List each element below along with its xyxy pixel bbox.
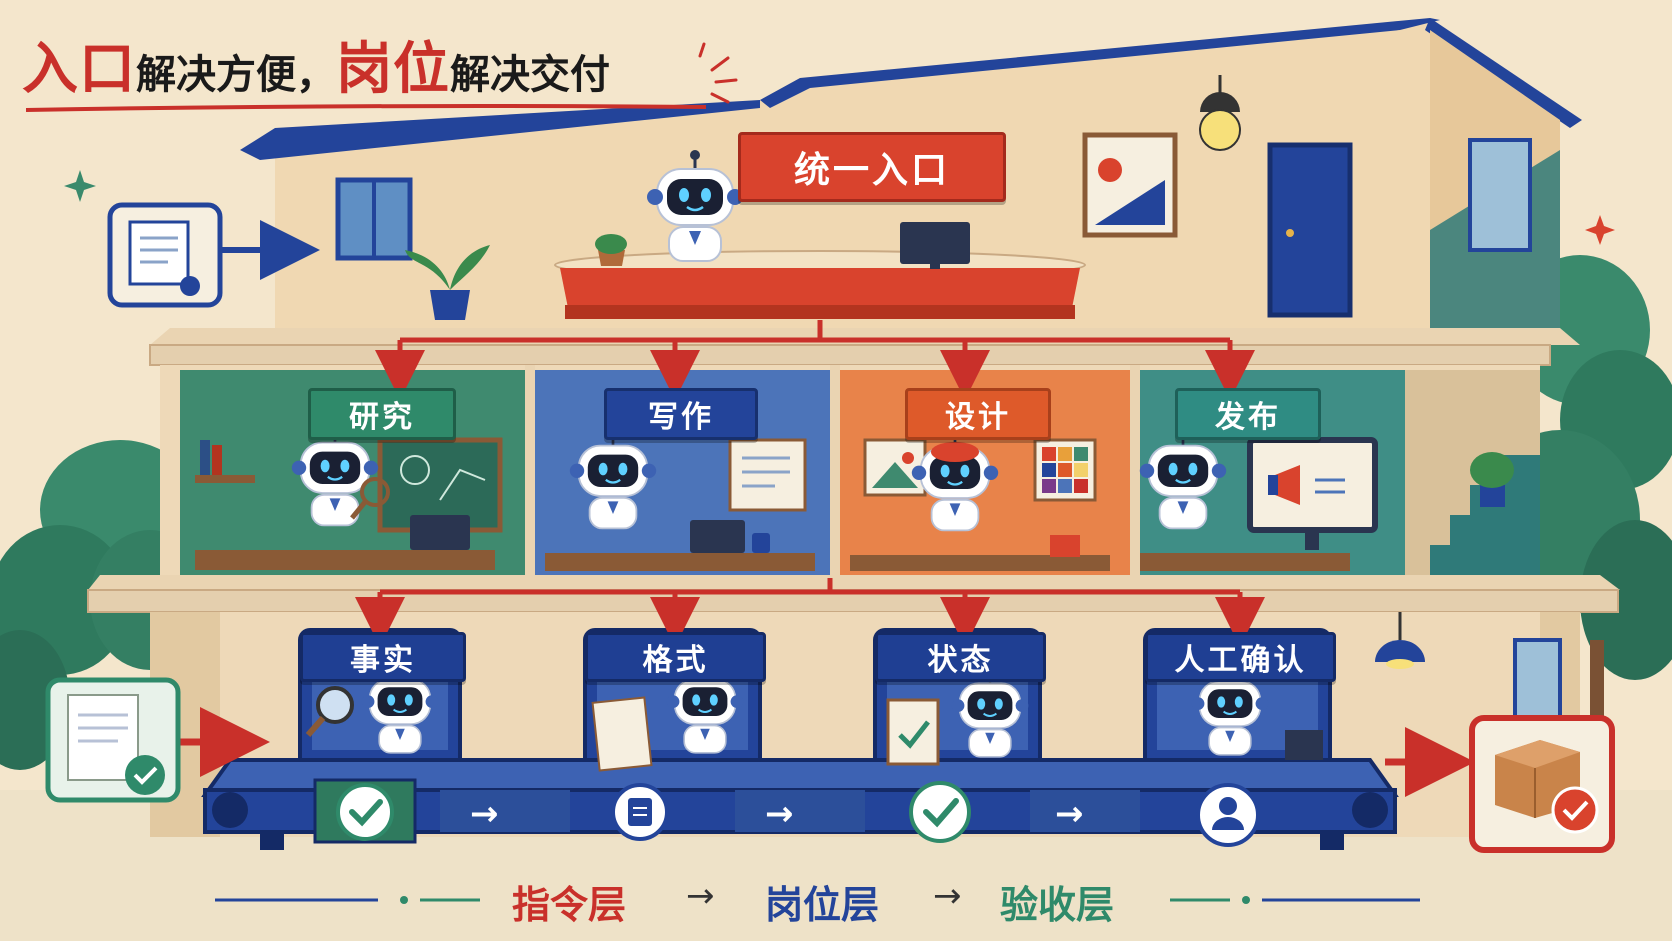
- page-title: 入口解决方便，岗位解决交付: [22, 24, 610, 104]
- clipboard-icon: [611, 783, 669, 841]
- legend-instruction-layer: 指令层: [512, 883, 627, 927]
- svg-text:→: →: [1055, 794, 1084, 834]
- svg-text:→: →: [765, 794, 794, 834]
- magnifier-icon: [350, 477, 390, 520]
- check-sign-facts: 事实: [300, 632, 466, 682]
- check-sign-human-confirm: 人工确认: [1145, 632, 1336, 682]
- role-sign-design: 设计: [905, 388, 1051, 440]
- check-sign-status: 状态: [875, 632, 1046, 682]
- title-part1-small: 解决方便，: [136, 52, 336, 98]
- plant-icon: [1470, 452, 1514, 507]
- checkmark-icon: [336, 783, 394, 841]
- entrance-sign: 统一入口: [738, 132, 1006, 202]
- title-part1-big: 入口: [22, 37, 136, 102]
- checkmark-icon: [909, 781, 971, 843]
- legend-acceptance-layer: 验收层: [1000, 883, 1115, 927]
- lamp-icon: [1375, 612, 1425, 669]
- legend-arrow-2: →: [933, 876, 962, 916]
- legend-lines: [215, 896, 1420, 904]
- sparkle-icon: [1585, 215, 1615, 245]
- magnifier-icon: [305, 686, 354, 737]
- svg-text:→: →: [470, 794, 499, 834]
- check-sign-format: 格式: [585, 632, 766, 682]
- document-icon: [45, 677, 181, 803]
- legend-role-layer: 岗位层: [765, 883, 880, 927]
- sparkle-icon: [64, 170, 96, 202]
- title-part2-small: 解决交付: [450, 52, 610, 98]
- package-icon: [1469, 715, 1615, 853]
- title-underline: [26, 104, 706, 112]
- megaphone-icon: [1268, 465, 1345, 505]
- role-sign-publish: 发布: [1175, 388, 1321, 440]
- document-icon: [107, 202, 223, 308]
- title-part2-big: 岗位: [336, 37, 450, 102]
- role-sign-writing: 写作: [604, 388, 758, 440]
- user-icon: [1196, 783, 1260, 847]
- plant-icon: [405, 245, 490, 320]
- plant-icon: [595, 234, 627, 266]
- role-sign-research: 研究: [308, 388, 456, 440]
- lamp-icon: [1199, 75, 1241, 151]
- legend-arrow-1: →: [686, 876, 715, 916]
